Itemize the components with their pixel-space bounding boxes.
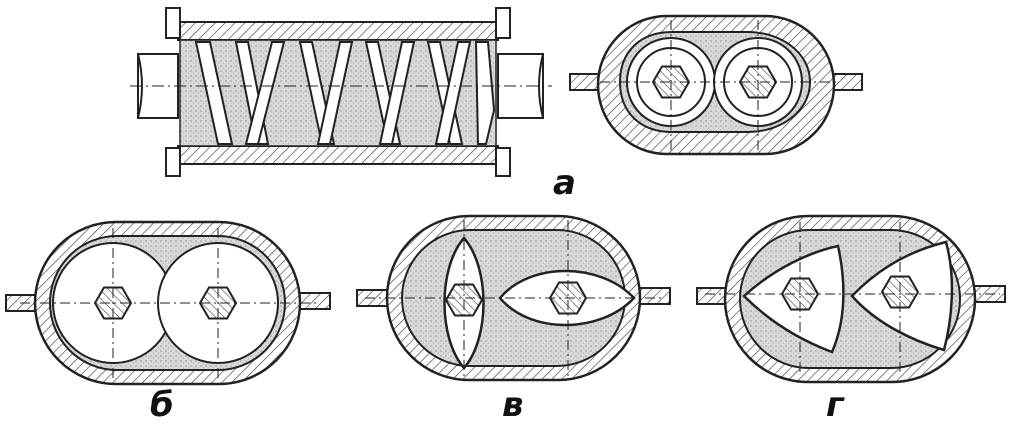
panel-a-cross-section xyxy=(569,14,863,156)
panel-label-a: а xyxy=(553,163,576,203)
panel-g-cross-section xyxy=(696,214,1006,384)
panel-label-b: б xyxy=(150,385,174,425)
panel-label-v: в xyxy=(502,385,524,425)
panel-label-g: г xyxy=(826,385,844,425)
panel-v-cross-section xyxy=(356,214,671,382)
panel-a-side-view xyxy=(130,7,552,177)
panel-b-cross-section xyxy=(5,220,331,386)
